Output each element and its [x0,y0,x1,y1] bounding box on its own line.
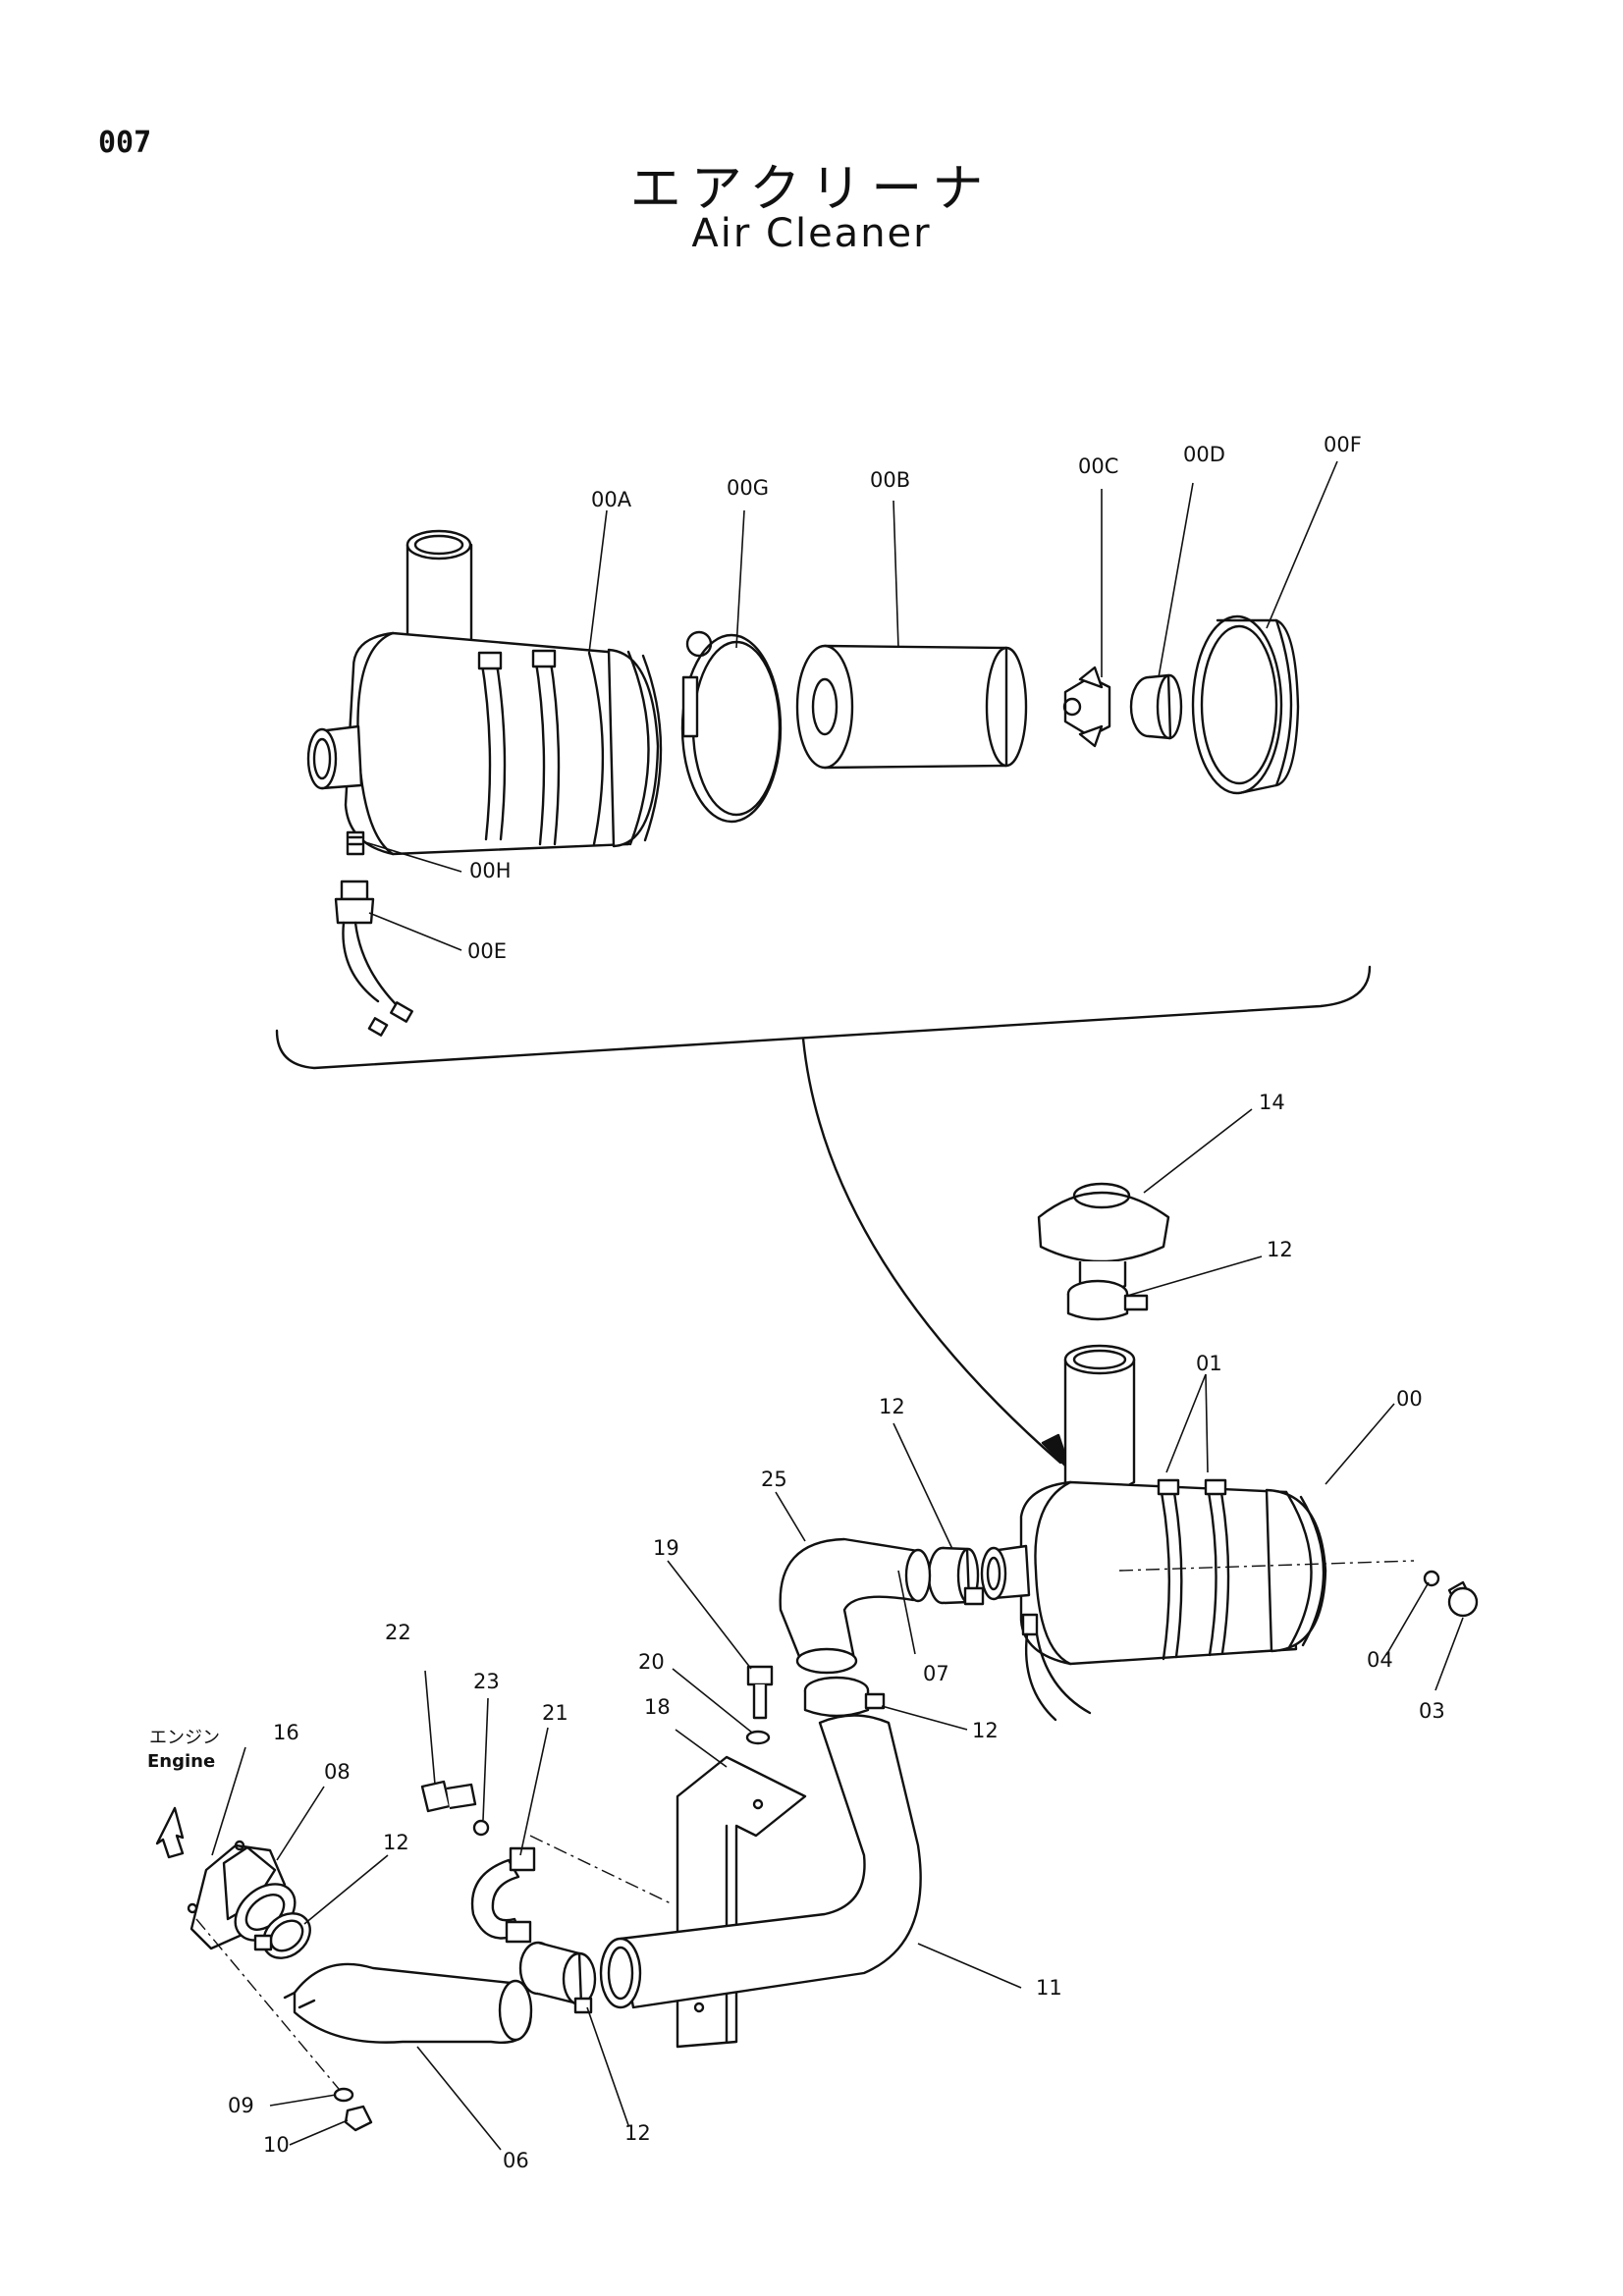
callout-07: 07 [923,1662,949,1685]
callout-20: 20 [638,1650,665,1674]
callout-09: 09 [228,2094,254,2117]
callout-23: 23 [473,1670,500,1693]
title-english: Air Cleaner [691,211,932,256]
callout-12-elbow: 12 [972,1719,999,1742]
title-japanese: エアクリーナ [629,160,994,219]
hose-06 [283,1962,533,2044]
hose-clamp-12-top [1066,1279,1149,1321]
callout-00C: 00C [1078,454,1118,478]
engine-direction-arrow-icon [155,1806,185,1859]
clamp-21 [470,1846,536,1944]
elbow-hose-25 [779,1537,932,1675]
engine-label-japanese: エンジン [149,1728,220,1748]
vacuator-valve-00H [346,830,365,856]
callout-10: 10 [263,2133,290,2157]
callout-12-top: 12 [1267,1238,1293,1261]
hose-clamp-12-flange [253,1912,311,1959]
air-pipe-11 [599,1714,922,2009]
callout-00G: 00G [727,476,769,500]
callout-12-inlet: 12 [879,1395,905,1418]
hose-clamp-12-pipe [518,1941,597,2014]
callout-00D: 00D [1183,443,1225,466]
clamp-band-00G [680,630,783,824]
callout-08: 08 [324,1760,351,1784]
callout-00A: 00A [591,488,632,511]
bolt-19-washer-20 [745,1665,774,1745]
callout-25: 25 [761,1468,787,1491]
plug-03-washer-04 [1423,1570,1479,1618]
callout-00F: 00F [1324,433,1362,456]
callout-21: 21 [542,1701,568,1725]
callout-00E: 00E [467,939,507,963]
callout-12-flange: 12 [383,1831,409,1854]
callout-04: 04 [1367,1648,1393,1672]
callout-01: 01 [1196,1352,1222,1375]
dust-indicator-switch-00E [334,880,413,1037]
callout-22: 22 [385,1621,411,1644]
engine-label-english: Engine [147,1751,215,1772]
detail-arrow [801,1037,1062,1465]
callout-03: 03 [1419,1699,1445,1723]
seal-ring-00D [1129,673,1183,740]
callout-00H: 00H [469,859,512,882]
air-cleaner-housing-00A [306,529,663,856]
bracket-18 [676,1755,807,2049]
callout-06: 06 [503,2149,529,2172]
cover-00F [1191,614,1300,795]
callout-00: 00 [1396,1387,1423,1411]
callout-14: 14 [1259,1091,1285,1114]
callout-12-pipe: 12 [624,2121,651,2145]
page-number: 007 [98,126,152,160]
wing-nut-00C [1062,666,1111,748]
hose-clamp-12-elbow [803,1676,886,1718]
callout-11: 11 [1036,1976,1062,2000]
pre-cleaner-cap-14 [1037,1182,1170,1293]
detail-bracket [275,965,1372,1070]
hose-clamp-12-inlet [927,1546,985,1606]
callout-18: 18 [644,1695,671,1719]
callout-16: 16 [273,1721,299,1744]
air-cleaner-assembly-00 [980,1344,1327,1722]
filter-element-00B [795,644,1028,770]
callout-19: 19 [653,1536,679,1560]
callout-00B: 00B [870,468,910,492]
bolt-22-washer-23 [420,1780,490,1837]
